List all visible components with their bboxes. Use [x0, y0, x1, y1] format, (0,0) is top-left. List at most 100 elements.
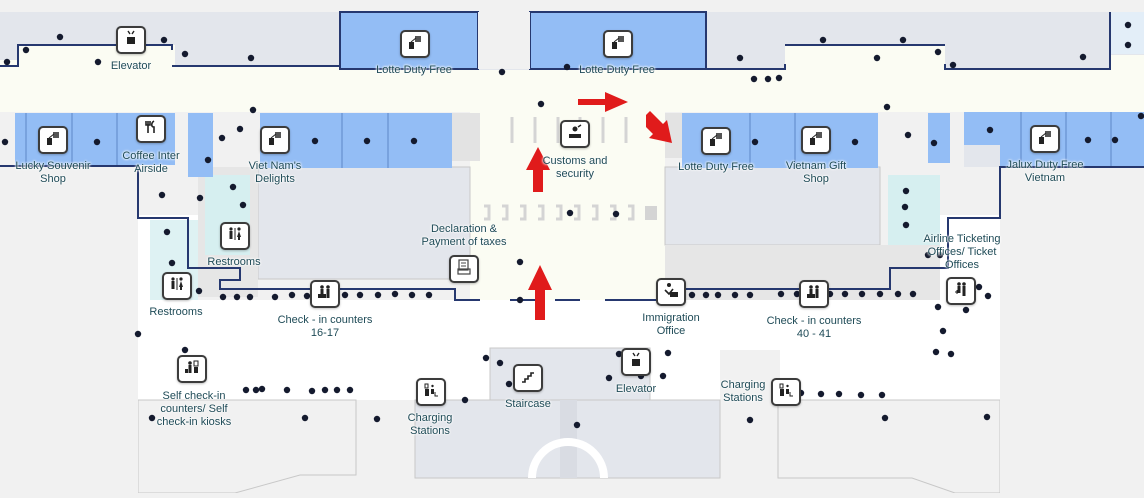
location-dot: [746, 291, 754, 299]
customs-and-security-label[interactable]: Customs and security: [540, 155, 610, 181]
declaration-payment-taxes-label[interactable]: Declaration & Payment of taxes: [419, 223, 509, 249]
charging-stations-1-marker[interactable]: [416, 378, 446, 406]
inner-block-left: [257, 166, 471, 280]
elevator-bottom-marker[interactable]: [621, 348, 651, 376]
charging-stations-2-label[interactable]: Charging Stations: [713, 379, 773, 405]
location-dot: [949, 61, 957, 69]
location-dot: [1124, 21, 1132, 29]
elevator-top-marker[interactable]: [116, 26, 146, 54]
location-dot: [615, 350, 623, 358]
location-dot: [605, 374, 613, 382]
self-check-in-marker[interactable]: [177, 355, 207, 383]
location-dot: [271, 293, 279, 301]
airline-ticketing-offices-label[interactable]: Airline Ticketing Offices/ Ticket Office…: [920, 233, 1004, 272]
location-dot: [181, 346, 189, 354]
viet-nams-delights-marker[interactable]: [260, 126, 290, 154]
location-dot: [764, 75, 772, 83]
lotte-duty-free-3-label[interactable]: Lotte Duty Free: [678, 161, 754, 173]
check-in-16-17-marker[interactable]: [310, 280, 340, 308]
location-dot: [909, 290, 917, 298]
lucky-souvenir-shop-marker[interactable]: [38, 126, 68, 154]
check-in-16-17-label[interactable]: Check - in counters 16-17: [270, 314, 380, 340]
inner-block-right: [664, 166, 881, 246]
location-dot: [425, 291, 433, 299]
charging-stations-1-label[interactable]: Charging Stations: [400, 412, 460, 438]
location-dot: [218, 134, 226, 142]
declaration-payment-taxes-marker[interactable]: [449, 255, 479, 283]
main-walkway: [0, 45, 1144, 112]
location-dot: [612, 210, 620, 218]
charging-stations-2-marker[interactable]: [771, 378, 801, 406]
location-dot: [93, 138, 101, 146]
location-dot: [986, 126, 994, 134]
lucky-souvenir-shop-label[interactable]: Lucky Souvenir Shop: [9, 160, 97, 186]
location-dot: [975, 283, 983, 291]
jalux-duty-free-vietnam-marker[interactable]: [1030, 125, 1060, 153]
location-dot: [373, 415, 381, 423]
location-dot: [1124, 41, 1132, 49]
vietnam-gift-shop-label[interactable]: Vietnam Gift Shop: [781, 160, 851, 186]
location-dot: [311, 137, 319, 145]
restrooms-2-marker[interactable]: [162, 272, 192, 300]
shop-lotte-top-2[interactable]: [529, 11, 707, 70]
restaurant-icon: [142, 118, 160, 141]
location-dot: [341, 291, 349, 299]
coffee-inter-airside-marker[interactable]: [136, 115, 166, 143]
lotte-duty-free-2-label[interactable]: Lotte Duty Free: [579, 64, 655, 76]
shopping-icon: [406, 33, 424, 56]
location-dot: [932, 348, 940, 356]
location-dot: [303, 292, 311, 300]
location-dot: [333, 386, 341, 394]
walls: [0, 12, 1144, 301]
check-in-16-17-text: Check - in counters 16-17: [277, 314, 373, 339]
location-dot: [505, 380, 513, 388]
charging-stations-2-text: Charging Stations: [720, 379, 766, 404]
lotte-duty-free-2-marker[interactable]: [603, 30, 633, 58]
staircase-marker[interactable]: [513, 364, 543, 392]
service-room-right: [888, 175, 940, 245]
immigration-office-label[interactable]: Immigration Office: [638, 312, 704, 338]
location-dot: [930, 139, 938, 147]
immigration-office-text: Immigration Office: [642, 312, 700, 337]
location-dot: [751, 138, 759, 146]
check-in-40-41-marker[interactable]: [799, 280, 829, 308]
lotte-duty-free-1-label[interactable]: Lotte Duty Free: [376, 64, 452, 76]
immigration-office-marker[interactable]: [656, 278, 686, 306]
viet-nams-delights-text: Viet Nam's Delights: [248, 160, 302, 185]
viet-nams-delights-label[interactable]: Viet Nam's Delights: [245, 160, 305, 186]
location-dot: [3, 58, 11, 66]
location-dot: [219, 293, 227, 301]
location-dot: [962, 306, 970, 314]
vietnam-gift-shop-marker[interactable]: [801, 126, 831, 154]
restrooms-2-label[interactable]: Restrooms: [149, 306, 203, 318]
customs-and-security-marker[interactable]: [560, 120, 590, 148]
location-dot: [902, 221, 910, 229]
ticketing-icon: [952, 280, 970, 303]
location-dot: [134, 330, 142, 338]
location-dot: [983, 413, 991, 421]
elevator-bottom-label[interactable]: Elevator: [615, 383, 657, 395]
location-dot: [1084, 136, 1092, 144]
tax-document-icon: [455, 258, 473, 281]
elevator-top-label[interactable]: Elevator: [110, 60, 152, 72]
location-dot: [936, 251, 944, 259]
airline-ticketing-offices-marker[interactable]: [946, 277, 976, 305]
location-dot: [702, 291, 710, 299]
location-dot: [746, 416, 754, 424]
self-check-in-label[interactable]: Self check-in counters/ Self check-in ki…: [146, 390, 242, 429]
customs-and-security-text: Customs and security: [542, 155, 608, 180]
lotte-duty-free-3-marker[interactable]: [701, 127, 731, 155]
location-dot: [94, 58, 102, 66]
immigration-icon: [662, 281, 680, 304]
staircase-label[interactable]: Staircase: [505, 398, 551, 410]
location-dot: [246, 293, 254, 301]
lotte-duty-free-1-marker[interactable]: [400, 30, 430, 58]
coffee-inter-airside-label[interactable]: Coffee Inter Airside: [118, 150, 184, 176]
restrooms-1-marker[interactable]: [220, 222, 250, 250]
restrooms-1-label[interactable]: Restrooms: [207, 256, 261, 268]
arch: [528, 438, 608, 479]
check-in-40-41-label[interactable]: Check - in counters 40 - 41: [759, 315, 869, 341]
jalux-duty-free-vietnam-label[interactable]: Jalux Duty Free Vietnam: [1003, 159, 1087, 185]
location-dot: [346, 386, 354, 394]
